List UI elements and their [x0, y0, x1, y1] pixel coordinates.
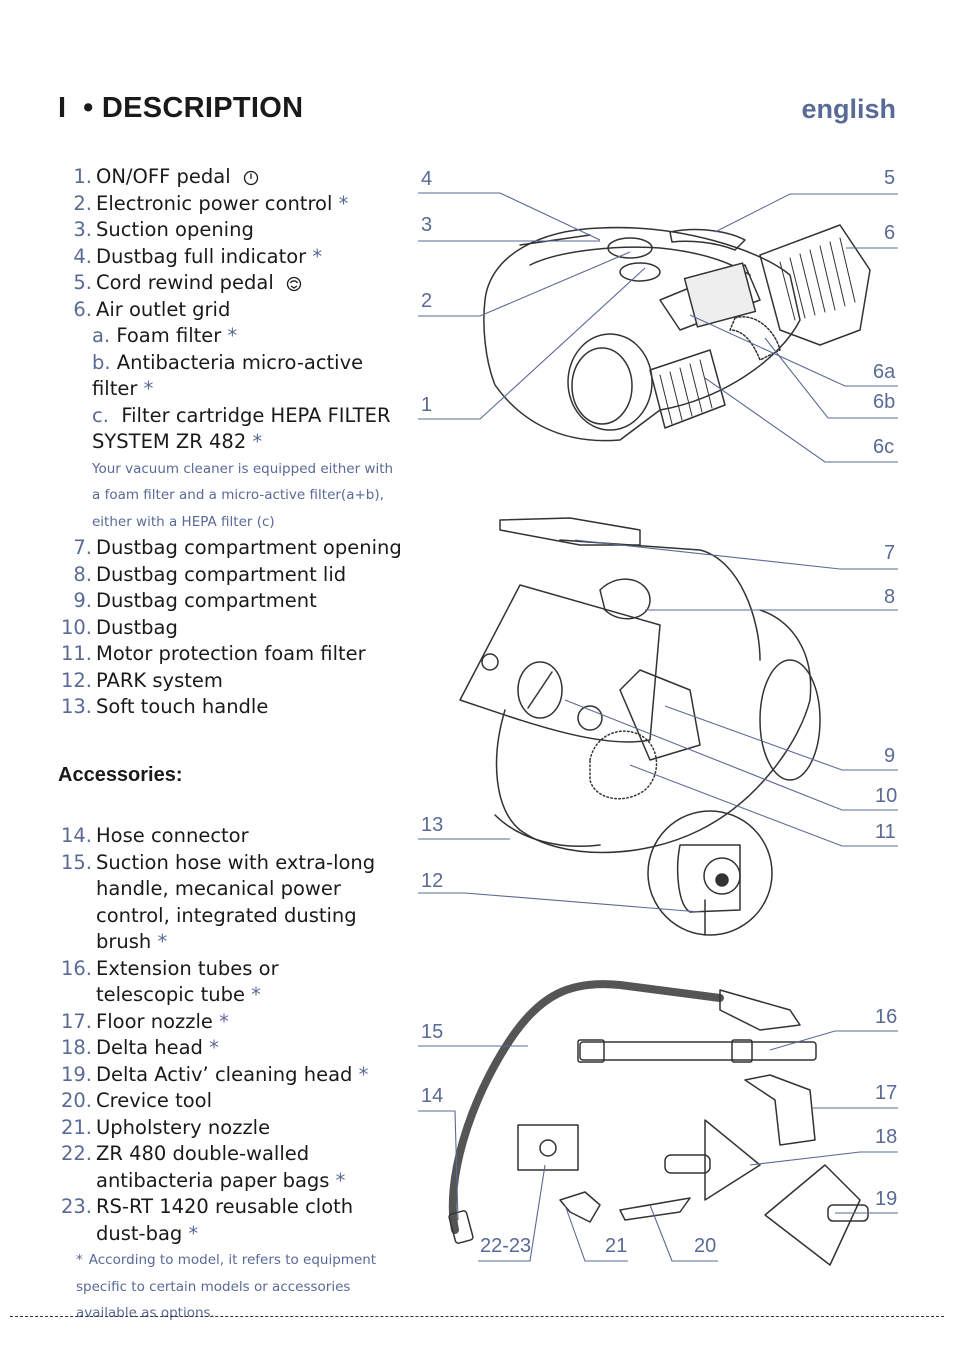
- cut-line: [10, 1316, 944, 1317]
- park-inset: [647, 810, 773, 936]
- callout-9: 9: [884, 745, 896, 767]
- list-item: 20.Crevice tool: [60, 1089, 213, 1112]
- sub-item: a. Foam filter *: [92, 324, 238, 347]
- sub-item: b. Antibacteria micro-active filter *: [92, 350, 364, 401]
- list-item: 23.RS-RT 1420 reusable cloth dust-bag *: [60, 1195, 354, 1245]
- list-item: 4. Dustbag full indicator *: [73, 244, 323, 268]
- callout-12: 12: [421, 870, 444, 892]
- callout-6: 6: [884, 222, 896, 244]
- callout-5: 5: [884, 167, 896, 189]
- list-item: 18.Delta head *: [60, 1036, 219, 1059]
- callout-7: 7: [884, 542, 896, 564]
- description-list: 1. ON/OFF pedal 2. Electronic power cont…: [58, 164, 408, 721]
- list-item: 1. ON/OFF pedal: [58, 164, 408, 191]
- filter-note: Your vacuum cleaner is equipped either w…: [92, 460, 394, 530]
- callout-1: 1: [421, 394, 433, 416]
- list-item: 9.Dustbag compartment: [73, 589, 317, 612]
- list-item: 22.ZR 480 double-walled antibacteria pap…: [60, 1142, 346, 1192]
- list-item: 3. Suction opening: [73, 218, 254, 241]
- accessories-heading: Accessories:: [58, 764, 183, 786]
- list-item: 13.Soft touch handle: [60, 695, 269, 718]
- footnote: *According to model, it refers to equipm…: [76, 1252, 377, 1321]
- callout-21: 21: [605, 1235, 628, 1257]
- callout-15: 15: [421, 1021, 444, 1043]
- list-item: 5. Cord rewind pedal: [58, 270, 408, 297]
- list-item: 2. Electronic power control *: [73, 191, 349, 215]
- accessories-list: 14.Hose connector 15.Suction hose with e…: [58, 823, 408, 1327]
- callout-20: 20: [694, 1235, 717, 1257]
- vacuum-open-figure: [459, 517, 821, 854]
- cord-rewind-icon: [286, 276, 302, 291]
- list-item: 17.Floor nozzle *: [60, 1009, 229, 1033]
- list-item: 7.Dustbag compartment opening: [73, 536, 402, 559]
- list-item: 21.Upholstery nozzle: [60, 1115, 271, 1139]
- callout-10: 10: [875, 785, 898, 807]
- list-item: 19.Delta Activ’ cleaning head *: [60, 1062, 369, 1086]
- list-item: 12.PARK system: [60, 668, 223, 692]
- power-symbol-icon: [243, 170, 258, 185]
- callout-8: 8: [884, 586, 896, 608]
- callout-18: 18: [875, 1126, 898, 1148]
- callout-22-23: 22-23: [480, 1235, 532, 1257]
- callout-19: 19: [875, 1188, 898, 1210]
- callout-6a: 6a: [873, 361, 896, 383]
- list-item: 10.Dustbag: [60, 615, 178, 639]
- list-item: 15.Suction hose with extra-long handle, …: [60, 850, 376, 954]
- accessories-figure: [448, 980, 869, 1266]
- page-title: I • DESCRIPTION: [58, 92, 304, 124]
- language-label: english: [801, 94, 896, 124]
- callout-14: 14: [421, 1085, 444, 1107]
- callout-11: 11: [875, 821, 896, 843]
- callout-16: 16: [875, 1006, 898, 1028]
- callout-6b: 6b: [873, 391, 896, 413]
- callout-17: 17: [875, 1082, 898, 1104]
- list-item: 6. Air outlet grid: [73, 297, 231, 321]
- list-item: 8.Dustbag compartment lid: [73, 562, 347, 586]
- callout-2: 2: [421, 290, 433, 312]
- vacuum-top-figure: [483, 224, 871, 442]
- callout-4: 4: [421, 168, 433, 190]
- sub-item: c. Filter cartridge HEPA FILTER SYSTEM Z…: [92, 403, 391, 454]
- callout-6c: 6c: [873, 436, 895, 458]
- list-item: 14.Hose connector: [60, 824, 249, 847]
- list-item: 11.Motor protection foam filter: [60, 642, 366, 665]
- callout-3: 3: [421, 214, 433, 236]
- list-item: 16.Extension tubes or telescopic tube *: [60, 956, 279, 1007]
- callout-13: 13: [421, 814, 444, 836]
